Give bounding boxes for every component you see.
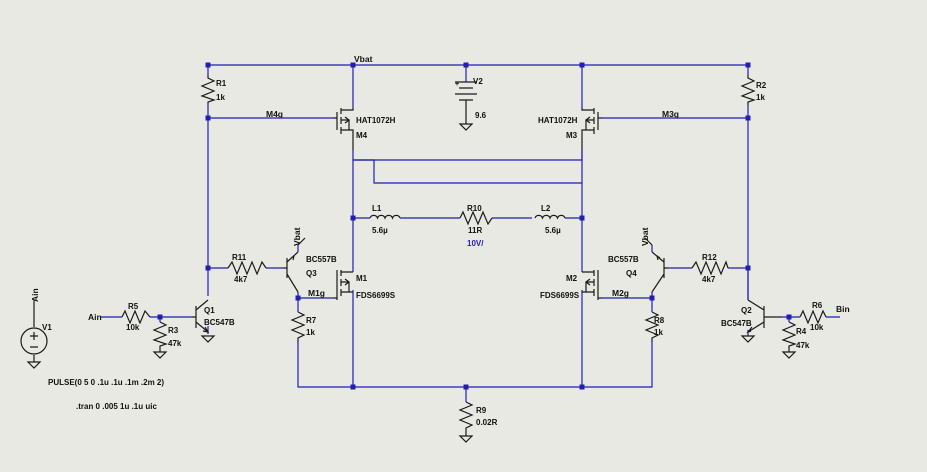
label-r9-name: R9 bbox=[476, 406, 487, 415]
label-r10-name: R10 bbox=[467, 204, 482, 213]
battery-v2[interactable]: + bbox=[455, 81, 477, 131]
label-m4-name: M4 bbox=[356, 131, 368, 140]
label-m4-model: HAT1072H bbox=[356, 116, 396, 125]
label-r2-name: R2 bbox=[756, 81, 767, 90]
label-q4-name: Q4 bbox=[626, 269, 637, 278]
label-q2-model: BC547B bbox=[721, 319, 752, 328]
net-label-vbat: Vbat bbox=[354, 54, 373, 64]
label-r1-name: R1 bbox=[216, 79, 227, 88]
transistor-q4[interactable] bbox=[651, 251, 668, 293]
label-r5-name: R5 bbox=[128, 302, 139, 311]
label-r11-value: 4k7 bbox=[234, 275, 248, 284]
resistor-r7[interactable] bbox=[290, 311, 306, 342]
label-v2-value: 9.6 bbox=[475, 111, 487, 120]
net-label-bin: Bin bbox=[836, 304, 850, 314]
label-l1-name: L1 bbox=[372, 204, 382, 213]
resistor-r8[interactable] bbox=[644, 311, 660, 342]
label-r3-name: R3 bbox=[168, 326, 179, 335]
label-r3-value: 47k bbox=[168, 339, 182, 348]
label-r6-value: 10k bbox=[810, 323, 824, 332]
label-m2-name: M2 bbox=[566, 274, 578, 283]
label-l1-value: 5.6µ bbox=[372, 226, 388, 235]
resistor-r3[interactable] bbox=[152, 321, 168, 359]
label-m3-name: M3 bbox=[566, 131, 578, 140]
label-q2-name: Q2 bbox=[741, 306, 752, 315]
label-r5-value: 10k bbox=[126, 323, 140, 332]
resistor-r4[interactable] bbox=[781, 321, 797, 359]
inductor-l2[interactable] bbox=[534, 214, 566, 220]
label-r7-value: 1k bbox=[306, 328, 315, 337]
label-v1-value: PULSE(0 5 0 .1u .1u .1m .2m 2) bbox=[48, 378, 164, 387]
resistor-r12[interactable] bbox=[691, 260, 729, 276]
resistor-r5[interactable] bbox=[121, 309, 151, 325]
transistor-q2[interactable] bbox=[740, 299, 782, 343]
label-m1-model: FDS6699S bbox=[356, 291, 396, 300]
label-r2-value: 1k bbox=[756, 93, 765, 102]
resistor-r11[interactable] bbox=[227, 260, 267, 276]
net-flag-vbat-q3 bbox=[297, 237, 306, 246]
resistor-r2[interactable] bbox=[740, 75, 756, 105]
label-r6-name: R6 bbox=[812, 301, 823, 310]
label-m2-model: FDS6699S bbox=[540, 291, 580, 300]
label-r10-value: 11R bbox=[468, 226, 482, 235]
spice-directive[interactable]: .tran 0 .005 1u .1u uic bbox=[76, 402, 157, 411]
label-m1-name: M1 bbox=[356, 274, 368, 283]
label-r12-name: R12 bbox=[702, 253, 717, 262]
resistor-r6[interactable] bbox=[799, 309, 827, 325]
label-r12-value: 4k7 bbox=[702, 275, 716, 284]
transistor-q1[interactable] bbox=[192, 299, 216, 343]
net-label-ain: Ain bbox=[88, 312, 102, 322]
junctions bbox=[157, 62, 792, 390]
label-l2-value: 5.6µ bbox=[545, 226, 561, 235]
inductor-l1[interactable] bbox=[369, 214, 401, 220]
net-label-m1g: M1g bbox=[308, 288, 325, 298]
label-q3-name: Q3 bbox=[306, 269, 317, 278]
label-r8-value: 1k bbox=[654, 328, 663, 337]
label-r4-name: R4 bbox=[796, 327, 807, 336]
label-r9-value: 0.02R bbox=[476, 418, 498, 427]
label-r1-value: 1k bbox=[216, 93, 225, 102]
svg-text:+: + bbox=[455, 81, 459, 88]
net-label-m2g: M2g bbox=[612, 288, 629, 298]
mosfet-m1[interactable] bbox=[333, 270, 353, 300]
label-m3-model: HAT1072H bbox=[538, 116, 578, 125]
label-q1-model: BC547B bbox=[204, 318, 235, 327]
resistor-r10[interactable] bbox=[459, 210, 493, 226]
resistor-r9[interactable] bbox=[458, 401, 474, 443]
label-v1-name: V1 bbox=[42, 323, 52, 332]
label-r7-name: R7 bbox=[306, 316, 317, 325]
label-l2-name: L2 bbox=[541, 204, 551, 213]
mosfet-m3[interactable] bbox=[581, 108, 602, 150]
label-r4-value: 47k bbox=[796, 341, 810, 350]
label-r10-annotation: 10V/ bbox=[467, 239, 484, 248]
label-r11-name: R11 bbox=[232, 253, 247, 262]
transistor-q3[interactable] bbox=[283, 251, 299, 293]
net-label-m4g: M4g bbox=[266, 109, 283, 119]
label-q4-model: BC557B bbox=[608, 255, 639, 264]
label-q3-model: BC557B bbox=[306, 255, 337, 264]
mosfet-m2[interactable] bbox=[582, 270, 602, 300]
net-flag-vbat-q4 bbox=[644, 237, 653, 246]
voltage-source-v1[interactable] bbox=[20, 310, 48, 369]
label-v2-name: V2 bbox=[473, 77, 483, 86]
mosfet-m4[interactable] bbox=[333, 108, 354, 150]
net-label-vbat-q4: Vbat bbox=[640, 227, 650, 246]
net-label-m3g: M3g bbox=[662, 109, 679, 119]
resistor-r1[interactable] bbox=[200, 75, 216, 105]
label-q1-name: Q1 bbox=[204, 306, 215, 315]
label-r8-name: R8 bbox=[654, 316, 665, 325]
net-label-ain-source: Ain bbox=[30, 288, 40, 302]
net-label-vbat-q3: Vbat bbox=[292, 227, 302, 246]
